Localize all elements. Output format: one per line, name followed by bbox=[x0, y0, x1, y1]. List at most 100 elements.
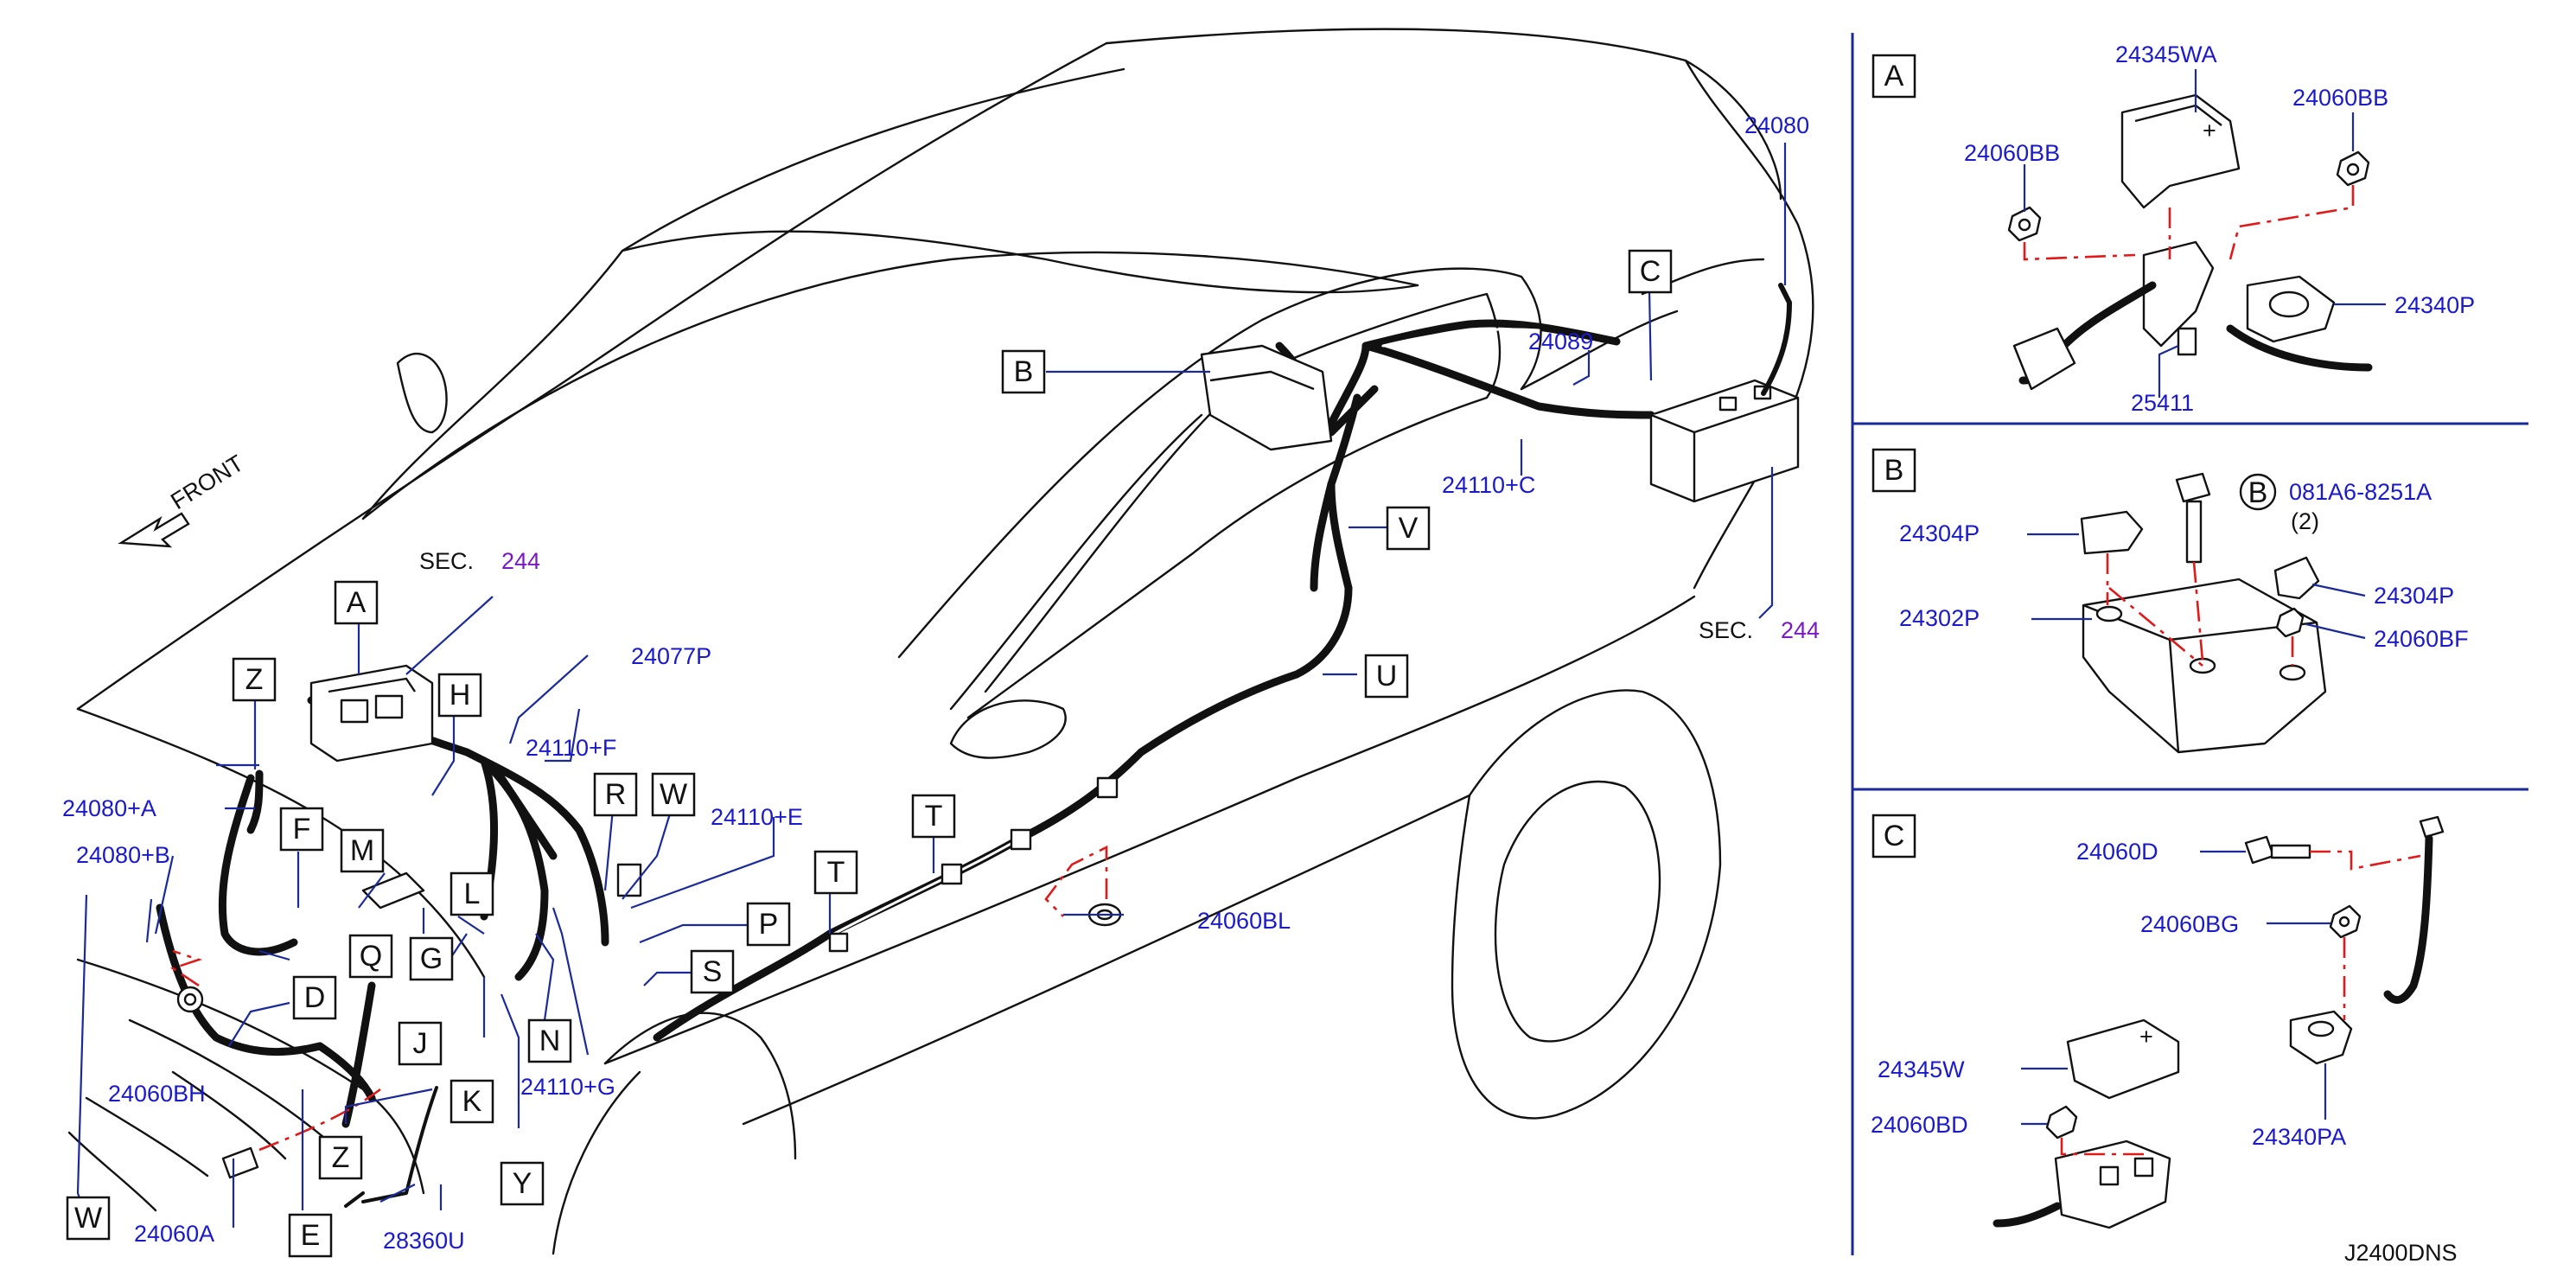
letter-box-J: J bbox=[398, 1021, 443, 1066]
svg-text:R: R bbox=[605, 778, 627, 811]
detail-B-circle: B bbox=[2248, 476, 2268, 509]
svg-text:U: U bbox=[1376, 660, 1398, 693]
letter-box-W-bottom: W bbox=[66, 1196, 111, 1241]
letter-box-B: B bbox=[1001, 349, 1046, 394]
detail-B-box: B bbox=[1884, 454, 1904, 487]
detail-B-qty: (2) bbox=[2291, 508, 2319, 534]
svg-text:K: K bbox=[462, 1085, 482, 1118]
letter-box-P: P bbox=[746, 902, 791, 947]
svg-text:M: M bbox=[350, 834, 374, 867]
svg-text:Z: Z bbox=[332, 1141, 350, 1174]
svg-text:Q: Q bbox=[360, 940, 382, 973]
svg-text:Y: Y bbox=[513, 1167, 532, 1200]
callout-24089: 24089 bbox=[1528, 329, 1593, 354]
detail-B-24060BF: 24060BF bbox=[2374, 626, 2469, 652]
car-body-outline bbox=[67, 28, 1814, 1255]
callout-28360U: 28360U bbox=[383, 1228, 465, 1254]
detail-A-24345WA: 24345WA bbox=[2115, 41, 2217, 67]
detail-A-box: A bbox=[1884, 60, 1904, 93]
letter-box-V: V bbox=[1386, 506, 1431, 551]
svg-text:+: + bbox=[2203, 118, 2216, 144]
detail-B-081A6-8251A: 081A6-8251A bbox=[2289, 479, 2432, 505]
detail-A-24340P: 24340P bbox=[2394, 292, 2475, 318]
detail-B-24304P-right: 24304P bbox=[2374, 583, 2454, 609]
svg-text:J: J bbox=[413, 1027, 428, 1060]
detail-C-24340PA: 24340PA bbox=[2252, 1124, 2346, 1150]
letter-box-Q: Q bbox=[348, 934, 393, 979]
letter-box-T-right: T bbox=[911, 794, 956, 839]
letter-box-C: C bbox=[1628, 249, 1673, 294]
detail-C-24060D: 24060D bbox=[2076, 839, 2158, 865]
callout-24080-B: 24080+B bbox=[76, 842, 170, 868]
detail-A-24060BB-left: 24060BB bbox=[1964, 140, 2060, 166]
letter-box-Z-bottom: Z bbox=[318, 1135, 363, 1180]
letter-box-U: U bbox=[1364, 654, 1409, 699]
letter-box-A: A bbox=[334, 580, 379, 625]
detail-A-25411: 25411 bbox=[2131, 390, 2194, 416]
svg-text:W: W bbox=[660, 778, 687, 811]
letter-box-S: S bbox=[690, 949, 735, 994]
callout-24060A: 24060A bbox=[134, 1221, 214, 1247]
front-arrow-icon: FRONT bbox=[118, 450, 248, 548]
letter-box-R: R bbox=[593, 772, 638, 817]
callout-24110-G: 24110+G bbox=[520, 1074, 615, 1100]
letter-box-W-top: W bbox=[651, 772, 696, 817]
svg-text:S: S bbox=[703, 955, 723, 988]
callout-24110-F: 24110+F bbox=[526, 735, 616, 761]
sec-number-front: 244 bbox=[501, 548, 540, 574]
sec-number-rear: 244 bbox=[1781, 617, 1820, 643]
svg-text:Z: Z bbox=[245, 663, 264, 696]
svg-text:N: N bbox=[539, 1024, 561, 1057]
main-callouts: SEC. 244 24077P 24080+A 24080+B 24110+F … bbox=[62, 112, 1820, 1254]
letter-box-K: K bbox=[450, 1079, 494, 1124]
detail-A: A + 24345WA 24060BB 24060BB 24340P 25411 bbox=[1871, 41, 2475, 416]
detail-C: C + 24060D 24060BG 24345 bbox=[1871, 814, 2445, 1229]
main-parts bbox=[176, 283, 1800, 1179]
letter-box-M: M bbox=[340, 828, 385, 873]
diagram-id: J2400DNS bbox=[2344, 1240, 2458, 1266]
letter-box-T-left: T bbox=[813, 850, 858, 895]
callout-24060BL: 24060BL bbox=[1197, 908, 1291, 934]
detail-C-box: C bbox=[1884, 820, 1905, 852]
svg-text:F: F bbox=[293, 813, 311, 846]
callout-24077P: 24077P bbox=[631, 643, 711, 669]
letter-box-F: F bbox=[279, 807, 324, 852]
callout-24110-E: 24110+E bbox=[711, 804, 803, 830]
sec-prefix-rear: SEC. bbox=[1699, 617, 1753, 643]
svg-text:T: T bbox=[925, 800, 943, 833]
letter-box-N: N bbox=[527, 1018, 572, 1063]
front-label: FRONT bbox=[166, 450, 248, 514]
svg-text:H: H bbox=[450, 679, 471, 712]
svg-text:W: W bbox=[74, 1202, 102, 1235]
detail-A-24060BB-right: 24060BB bbox=[2292, 85, 2388, 111]
svg-text:T: T bbox=[827, 856, 845, 889]
detail-C-24345W: 24345W bbox=[1878, 1056, 1965, 1082]
svg-text:C: C bbox=[1640, 255, 1661, 288]
callout-24080: 24080 bbox=[1744, 112, 1809, 138]
svg-text:+: + bbox=[2139, 1024, 2153, 1050]
svg-text:E: E bbox=[301, 1219, 321, 1252]
sec-prefix-front: SEC. bbox=[419, 548, 474, 574]
letter-box-D: D bbox=[292, 975, 337, 1020]
detail-B-24304P-left: 24304P bbox=[1899, 520, 1980, 546]
svg-text:G: G bbox=[420, 942, 443, 975]
detail-B: B B 24304P 24302P 081A6-8251A (2) 24 bbox=[1871, 448, 2469, 754]
svg-text:A: A bbox=[347, 586, 367, 619]
letter-box-G: G bbox=[409, 936, 454, 981]
letter-box-E: E bbox=[288, 1213, 333, 1258]
svg-text:L: L bbox=[464, 878, 481, 910]
detail-C-24060BD: 24060BD bbox=[1871, 1112, 1968, 1138]
detail-B-24302P: 24302P bbox=[1899, 605, 1980, 631]
letter-box-Y: Y bbox=[500, 1161, 545, 1206]
svg-text:B: B bbox=[1014, 355, 1034, 388]
callout-24110-C: 24110+C bbox=[1442, 472, 1535, 498]
callout-24060BH: 24060BH bbox=[108, 1081, 206, 1107]
svg-text:V: V bbox=[1399, 512, 1419, 545]
main-install-lines bbox=[170, 845, 1108, 1152]
letter-box-H: H bbox=[437, 673, 482, 718]
letter-box-L: L bbox=[450, 871, 494, 916]
callout-24080-A: 24080+A bbox=[62, 795, 156, 821]
detail-C-24060BG: 24060BG bbox=[2140, 911, 2239, 937]
